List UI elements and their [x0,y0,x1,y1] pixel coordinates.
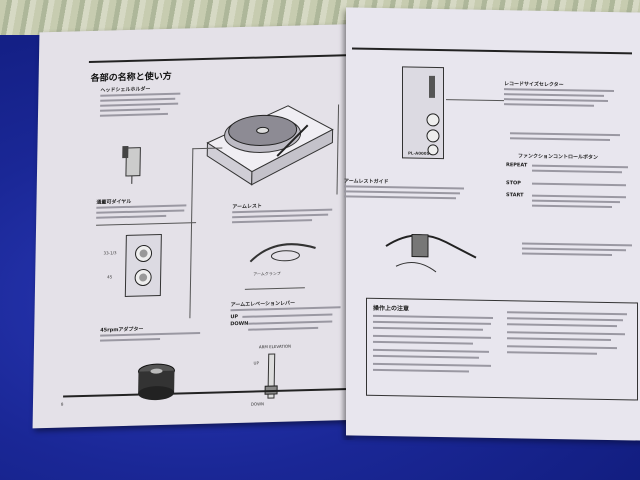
text-line [504,98,608,102]
headshell-label: ヘッドシェルホルダー [100,86,151,94]
dial-label-45: 45 [107,274,113,280]
text-line [344,195,456,200]
text-line [504,88,614,93]
tonearm-sketch [385,234,477,273]
text-line [232,219,313,224]
text-line [373,340,473,345]
function-buttons-label: ファンクションコントロールボタン [518,153,599,161]
speed-dial-panel [124,234,162,297]
text-line [100,108,161,112]
page-heading: 各部の名称と使い方 [90,71,172,84]
text-line [507,337,611,342]
leader-line [244,287,305,290]
text-line [532,194,626,199]
text-line [507,323,617,328]
text-line [100,97,176,102]
adaptor-label: 45rpmアダプター [100,326,144,334]
caution-title: 操作上の注意 [373,304,410,313]
text-line [344,190,460,195]
text-line [507,317,623,322]
text-line [532,182,626,187]
text-line [522,252,612,257]
adaptor-sketch [137,363,175,401]
text-line [232,213,329,219]
text-line [373,362,491,367]
text-line [522,247,626,252]
text-line [510,137,610,141]
control-buttons [426,75,440,156]
arm-elevation-mark: ARM ELEVATION [258,343,292,350]
leader-line [96,222,197,226]
armrest-label: アームレスト [232,203,262,211]
text-line [532,204,612,209]
text-line [373,314,493,319]
text-line [507,351,597,355]
text-line [507,331,625,336]
caution-box: 操作上の注意 [366,297,638,401]
down-mark: DOWN [250,401,265,407]
arm-clip-sketch [249,243,316,263]
text-line [100,338,161,342]
leader-line [336,104,340,195]
text-line [242,313,333,318]
leader-line [446,99,504,102]
arm-clip-label: アームクランプ [253,270,281,277]
dial-label-33: 33-1/3 [103,250,117,256]
manual-left-page: 各部の名称と使い方 ヘッドシェルホルダー 通量可ダイヤル アームレスト [32,23,370,429]
text-line [344,185,464,190]
elevation-lever-sketch [264,353,278,399]
bottom-rule [63,387,364,398]
text-line [99,112,168,117]
speed-select-label: レコードサイズセレクター [504,81,564,89]
up-term: UP [230,313,239,321]
text-line [532,164,628,169]
repeat-term: REPEAT [506,162,528,169]
overhang-label: 通量可ダイヤル [96,198,132,206]
turntable-illustration [206,105,334,186]
text-line [373,348,489,353]
text-line [96,214,167,219]
control-panel-sketch [402,66,444,160]
page-number: 8 [60,401,64,407]
manual-right-page: PL-A000S レコードサイズセレクター ファンクションコントロールボタン R… [344,7,640,441]
top-rule [88,53,369,64]
text-line [96,209,185,214]
cartridge-sketch [122,145,141,184]
text-line [373,334,491,339]
text-line [373,326,483,331]
text-line [100,102,179,107]
start-term: START [506,192,524,199]
text-line [532,199,620,204]
text-line [248,320,333,325]
up-mark: UP [253,360,259,366]
speed-dial-knobs [134,244,153,286]
text-line [507,311,627,316]
text-line [532,169,622,174]
model-label: PL-A000S [408,150,430,156]
arm-guide-label: アームレストガイド [344,178,389,186]
text-line [248,326,319,331]
text-line [522,242,632,247]
text-line [504,93,604,97]
down-term: DOWN [230,320,249,328]
top-rule [352,47,632,55]
text-line [504,103,594,107]
text-line [507,345,617,350]
text-line [510,132,620,137]
text-line [373,320,491,325]
stop-term: STOP [506,180,521,187]
text-line [373,354,479,359]
text-line [373,368,469,373]
leader-line [189,148,194,319]
